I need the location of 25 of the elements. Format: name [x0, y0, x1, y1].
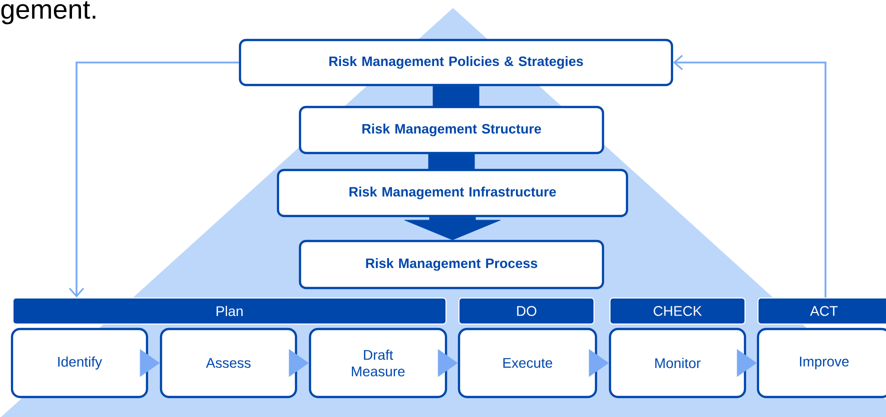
chevron-arrow: [288, 349, 309, 377]
framework-box: Risk Management Process: [298, 240, 604, 290]
process-step-box: Improve: [756, 328, 886, 398]
framework-box: Risk Management Infrastructure: [276, 168, 628, 218]
chevron-arrow: [140, 349, 160, 377]
chevron-arrow: [736, 349, 757, 377]
process-step-box: Monitor: [608, 328, 746, 398]
phase-bar: Plan: [12, 298, 446, 324]
phase-bar: ACT: [758, 298, 886, 324]
process-step-box: Execute: [458, 328, 598, 398]
framework-box: Risk Management Structure: [298, 106, 604, 154]
framework-box: Risk Management Policies & Strategies: [238, 38, 674, 86]
phase-bar: DO: [458, 298, 594, 324]
feedback-arrow: [673, 54, 826, 298]
feedback-arrow: [68, 62, 239, 298]
chevron-arrow: [588, 349, 609, 377]
block-arrow: [432, 86, 480, 106]
block-arrow: [404, 216, 501, 240]
process-step-box: Draft Measure: [308, 328, 448, 398]
chevron-arrow: [438, 349, 458, 377]
process-step-box: Assess: [160, 328, 298, 398]
process-step-box: Identify: [10, 328, 148, 398]
block-arrow: [428, 154, 475, 170]
phase-bar: CHECK: [610, 298, 746, 324]
page-text: gement.: [1, 1, 96, 24]
